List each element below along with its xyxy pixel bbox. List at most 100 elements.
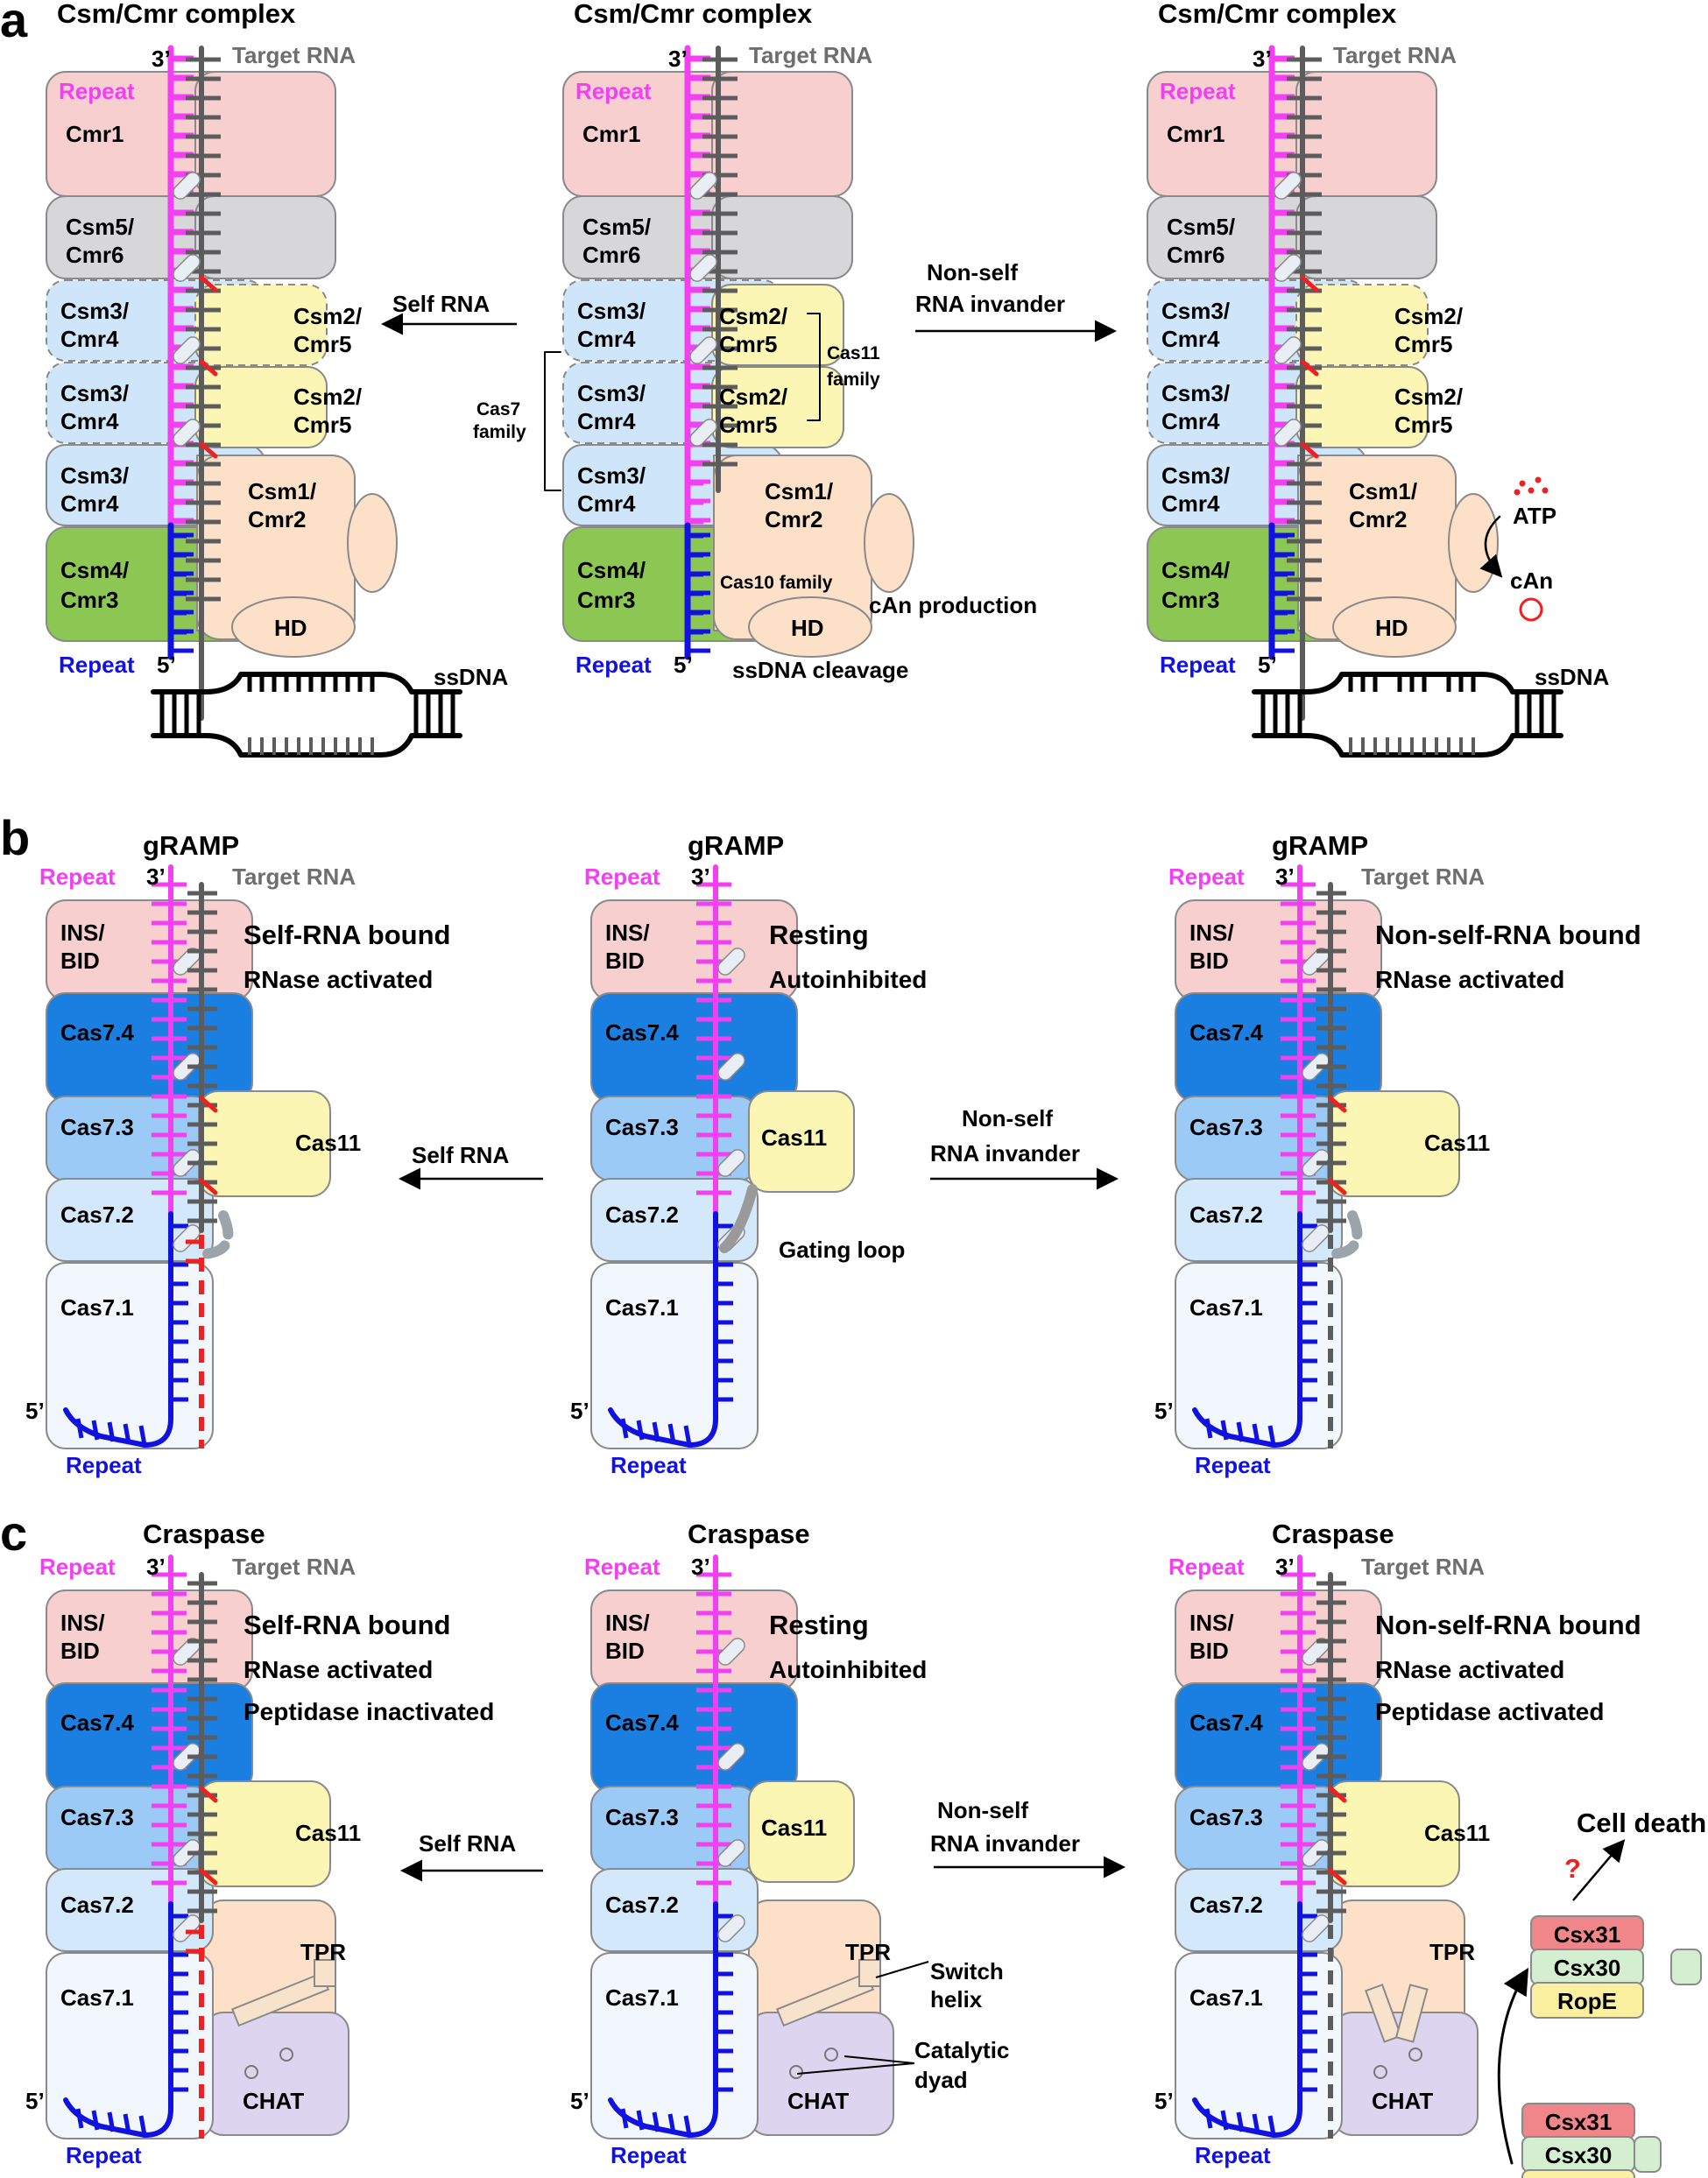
a-left-thumb [173, 336, 201, 364]
c-right-cleave [1328, 1786, 1347, 1803]
c-right-repeat-bot: Repeat [1195, 2142, 1271, 2168]
b-mid-crrna5-tail [667, 1423, 676, 1444]
c-right-cas11-l: Cas11 [1424, 1820, 1490, 1846]
c-left-crrna5-tail [107, 2111, 116, 2132]
c-self-label: Self RNA [419, 1830, 516, 1857]
a-left-csm2-b1: Csm2/ [293, 384, 362, 410]
a-right-csm2-b2: Cmr5 [1394, 412, 1452, 438]
a-left-csm2-b2: Cmr5 [293, 412, 351, 438]
c-mid-cas72-l: Cas7.2 [605, 1892, 679, 1918]
c-left-thumb [173, 1839, 201, 1867]
a-mid-csm2-a1: Csm2/ [719, 303, 787, 329]
atp-dot [1528, 487, 1535, 494]
c-left-cas74-l: Cas7.4 [60, 1709, 134, 1736]
b-mid-cas11-l: Cas11 [761, 1124, 827, 1151]
b-left-cas73-l: Cas7.3 [60, 1114, 134, 1140]
c-left-ins-l1: INS/ [60, 1610, 105, 1636]
b-right-ins-l2: BID [1189, 948, 1229, 974]
c-mid-thumb [717, 1638, 745, 1666]
c-right-ins-l1: INS/ [1189, 1610, 1234, 1636]
b-left-state1: Self-RNA bound [243, 920, 450, 950]
a-mid-csm1-l2: Cmr2 [765, 506, 822, 532]
a-cas7-l2: family [473, 422, 526, 442]
panel-b-letter: b [0, 810, 30, 865]
c-question: ? [1564, 1853, 1581, 1884]
b-right-thumb [1302, 1053, 1330, 1081]
b-left-target-label: Target RNA [232, 863, 356, 890]
c-left-3p: 3’ [146, 1554, 166, 1580]
c-right-state1: Non-self-RNA bound [1375, 1610, 1641, 1640]
a-right-csm3-l1: Csm3/ [1161, 298, 1230, 324]
a-right-target-label: Target RNA [1333, 42, 1457, 68]
b-right-crrna5-tail [1267, 1425, 1276, 1446]
c-mid-thumb [717, 1839, 745, 1867]
b-mid-cas74-l: Cas7.4 [605, 1019, 679, 1046]
a-right-dna-bot [1252, 733, 1563, 758]
b-nonself-l1: Non-self [962, 1105, 1053, 1131]
a-left-cmr1-r [194, 71, 336, 197]
a-right-thumb [1274, 419, 1302, 447]
b-mid-cas71-l: Cas7.1 [605, 1294, 679, 1321]
a-left-title: Csm/Cmr complex [57, 0, 296, 29]
a-right-cmr1-label: Cmr1 [1167, 121, 1225, 147]
b-right-ins-l1: INS/ [1189, 920, 1234, 946]
a-mid-hd-label: HD [791, 615, 824, 641]
c-right-state3: Peptidase activated [1375, 1698, 1604, 1725]
a-right-csm2-b1: Csm2/ [1394, 384, 1463, 410]
c-right-repeat-top: Repeat [1168, 1554, 1245, 1580]
a-left-csm2-a [194, 284, 328, 366]
panel-a-letter: a [0, 0, 28, 47]
b-right-gating [1326, 1210, 1363, 1259]
a-cas7-l1: Cas7 [476, 399, 520, 419]
b-right-crrna5-tail [1236, 1421, 1245, 1442]
a-cas7-bracket [544, 351, 561, 491]
a-right-thumb [1274, 254, 1302, 282]
c-right-target-label: Target RNA [1361, 1554, 1485, 1580]
a-mid-csm2-a [711, 284, 844, 366]
c-left-repeat-top: Repeat [39, 1554, 116, 1580]
a-right-csm5-l1: Csm5/ [1167, 214, 1235, 240]
b-left-repeat-bot: Repeat [66, 1452, 142, 1478]
c-upper-rope [1530, 1982, 1644, 2019]
c-left-state3: Peptidase inactivated [243, 1698, 494, 1725]
c-mid-crrna5-tail [683, 2115, 692, 2136]
atp-dot [1542, 487, 1549, 494]
a-left-label-3p: 3’ [152, 46, 171, 72]
a-mid-hd [748, 596, 872, 658]
c-right-thumb [1302, 1743, 1330, 1771]
a-mid-csm5-l1: Csm5/ [582, 214, 651, 240]
c-left-crrna5-tail [123, 2113, 131, 2134]
b-left-crrna5-tail [75, 1418, 84, 1439]
c-catalytic-pointer [843, 2055, 915, 2064]
b-left-5p: 5’ [25, 1398, 45, 1424]
a-cas10-label: Cas10 family [720, 573, 833, 593]
b-mid-cas74 [590, 992, 798, 1103]
a-left-csm3-l1: Csm3/ [60, 380, 129, 406]
c-left-target-label: Target RNA [232, 1554, 356, 1580]
c-right-switch-helix [1365, 1984, 1402, 2043]
a-ssdna-cleavage: ssDNA cleavage [732, 657, 908, 683]
b-left-title: gRAMP [143, 830, 239, 861]
c-left-chat-l: CHAT [243, 2088, 304, 2114]
c-right-dyad-icon [1408, 2048, 1422, 2062]
c-right-crrna5-tail [1267, 2115, 1276, 2136]
atp-dot [1535, 476, 1542, 483]
b-mid-crrna5-tail [683, 1425, 692, 1446]
c-mid-dyad-icon [824, 2048, 838, 2062]
c-mid-5p: 5’ [570, 2088, 589, 2114]
a-left-csm2-a2: Cmr5 [293, 331, 351, 357]
a-right-csm3-l1: Csm3/ [1161, 462, 1230, 489]
a-left-cleave [199, 359, 218, 377]
c-left-5p: 5’ [25, 2088, 45, 2114]
b-right-3p: 3’ [1275, 863, 1295, 890]
b-right-cas11-l: Cas11 [1424, 1130, 1490, 1156]
c-left-cas71-l: Cas7.1 [60, 1984, 134, 2011]
c-left-cas73-l: Cas7.3 [60, 1804, 134, 1830]
a-right-cleave [1300, 359, 1319, 377]
b-mid-ins-l1: INS/ [605, 920, 650, 946]
b-right-cleave [1328, 1178, 1347, 1195]
b-right-state2: RNase activated [1375, 966, 1564, 993]
a-right-title: Csm/Cmr complex [1158, 0, 1397, 29]
c-left-chat [203, 2012, 349, 2136]
